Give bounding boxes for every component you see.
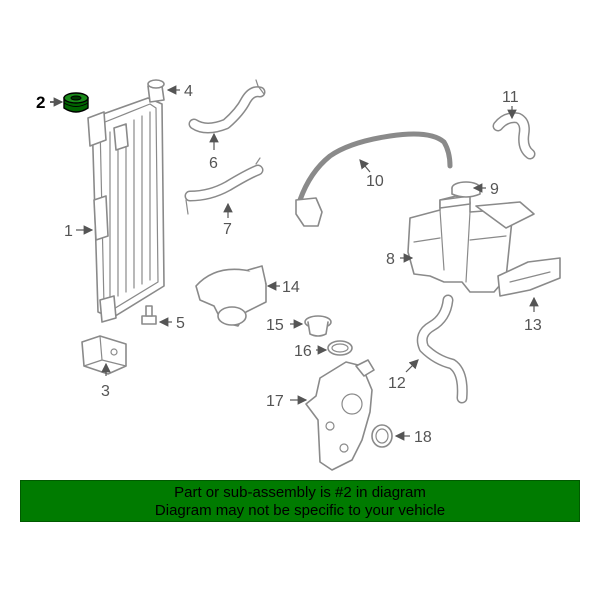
- lower-hose: [184, 157, 264, 215]
- banner-line-1: Part or sub-assembly is #2 in diagram: [174, 484, 426, 501]
- water-pump-housing: [305, 359, 375, 471]
- leader-lines: [50, 85, 539, 441]
- callout-3: 3: [101, 383, 110, 400]
- callout-12: 12: [388, 375, 406, 392]
- shield: [497, 257, 561, 297]
- isolator-part-2[interactable]: [63, 92, 89, 113]
- callout-7: 7: [223, 221, 232, 238]
- callout-8: 8: [386, 251, 395, 268]
- info-banner: Part or sub-assembly is #2 in diagram Di…: [20, 480, 580, 522]
- callout-13: 13: [524, 317, 542, 334]
- callout-5: 5: [176, 315, 185, 332]
- thermostat-housing: [195, 265, 267, 327]
- reservoir-cap: [451, 181, 481, 198]
- gasket: [327, 340, 353, 356]
- callout-6: 6: [209, 155, 218, 172]
- callout-2: 2: [36, 93, 45, 112]
- callout-15: 15: [266, 317, 284, 334]
- thermostat: [304, 315, 332, 337]
- upper-hose: [188, 79, 266, 134]
- callout-11: 11: [502, 89, 519, 106]
- callout-14: 14: [282, 279, 300, 296]
- callout-18: 18: [414, 429, 432, 446]
- radiator: [87, 79, 165, 323]
- bolt: [141, 305, 157, 325]
- callout-1: 1: [64, 223, 73, 240]
- seal-ring: [371, 424, 393, 448]
- overflow-hose: [295, 131, 453, 227]
- callout-4: 4: [184, 83, 193, 100]
- reservoir-hose: [416, 294, 468, 404]
- coolant-reservoir: [407, 195, 535, 293]
- callout-10: 10: [366, 173, 384, 190]
- callout-labels: 1 2 3 4 5 6 7 8 9 10 11 12 13 14 15 16 1…: [36, 83, 542, 446]
- callout-9: 9: [490, 181, 499, 198]
- bracket: [81, 335, 127, 375]
- banner-line-2: Diagram may not be specific to your vehi…: [154, 502, 446, 519]
- small-hose: [492, 112, 536, 160]
- callout-17: 17: [266, 393, 284, 410]
- callout-16: 16: [294, 343, 312, 360]
